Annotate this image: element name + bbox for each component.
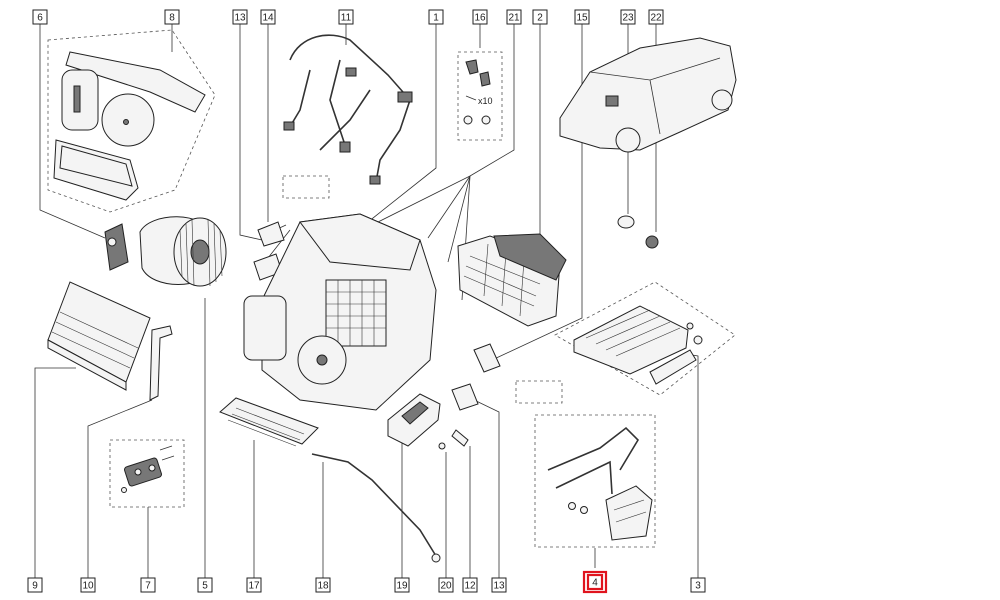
wiring-harness [283,34,413,185]
callout-c23: 23 [620,9,636,25]
callout-number: 21 [508,13,520,24]
callout-box [246,577,262,593]
callout-c15: 15 [574,9,590,25]
callout-inner-box [586,573,604,591]
callout-number: 17 [248,581,260,592]
callout-box [506,9,522,25]
callout-number: 2 [537,13,543,24]
callout-box [140,577,156,593]
callout-c18: 18 [315,577,331,593]
callout-c20: 20 [438,577,454,593]
callout-box [648,9,664,25]
callout-c17: 17 [246,577,262,593]
callout-number: 18 [317,581,329,592]
callout-box [260,9,276,25]
callout-c7: 7 [140,577,156,593]
callout-number: 20 [440,581,452,592]
callout-c4: 4 [582,570,608,594]
vehicle-outline [559,37,737,153]
callout-box [164,9,180,25]
callout-box [32,9,48,25]
callout-c12: 12 [462,577,478,593]
blower-fan [139,216,227,287]
callout-box [428,9,444,25]
callout-box [197,577,213,593]
callout-number: 5 [202,581,208,592]
callout-number: 14 [262,13,274,24]
callout-number: 6 [37,13,43,24]
callout-box [315,577,331,593]
actuator-motor [104,223,129,271]
control-module [387,393,441,447]
callout-c13b: 13 [491,577,507,593]
callout-box [80,577,96,593]
pipe-kit [547,426,653,541]
callout-c19: 19 [394,577,410,593]
evaporator-grille [457,233,567,327]
callout-box [394,577,410,593]
callout-c3: 3 [690,577,706,593]
callout-c5: 5 [197,577,213,593]
callout-box [532,9,548,25]
callout-number: 22 [650,13,662,24]
callout-number: 11 [341,13,352,24]
callout-number: 13 [493,581,505,592]
callout-c14: 14 [260,9,276,25]
callout-box [690,577,706,593]
callout-number: 16 [474,13,486,24]
clip-kit: x10 [463,59,493,125]
callout-box [438,577,454,593]
callout-number: 8 [169,13,175,24]
callout-number: 9 [32,581,38,592]
evaporator-grid [326,280,386,346]
callout-box [27,577,43,593]
callout-box [574,9,590,25]
flap-actuators [451,343,501,411]
callout-number: 4 [592,578,598,589]
callout-box [338,9,354,25]
callout-box [472,9,488,25]
callout-number: 13 [234,13,246,24]
screws [438,429,469,450]
grommets [617,215,659,249]
callout-number: 19 [396,581,408,592]
heater-pipe [311,453,441,563]
callout-c9: 9 [27,577,43,593]
bracket [149,325,173,401]
fastener-kit [121,445,175,493]
cabin-filter [47,281,151,391]
callout-number: 15 [576,13,588,24]
callout-c10: 10 [80,577,96,593]
callout-box [491,577,507,593]
quantity-note: x10 [478,96,493,106]
callout-number: 23 [622,13,634,24]
callout-box [232,9,248,25]
callout-number: 12 [464,581,476,592]
hvac-housing [243,213,437,411]
callout-number: 10 [82,581,94,592]
callout-c6: 6 [32,9,48,25]
condenser [573,305,703,385]
filter-seal-kit [53,51,206,201]
callout-number: 7 [145,581,151,592]
callout-c1: 1 [428,9,444,25]
group-outlines [47,29,736,548]
callout-box [462,577,478,593]
fan-blades [179,219,223,287]
callout-number: 1 [433,13,439,24]
callout-c2: 2 [532,9,548,25]
heater-core [219,397,319,447]
callout-c8: 8 [164,9,180,25]
callout-number: 3 [695,581,701,592]
callout-box [620,9,636,25]
callout-c16: 16 [472,9,488,25]
callout-c13a: 13 [232,9,248,25]
callout-c22: 22 [648,9,664,25]
callout-c21: 21 [506,9,522,25]
callout-c11: 11 [338,9,354,25]
